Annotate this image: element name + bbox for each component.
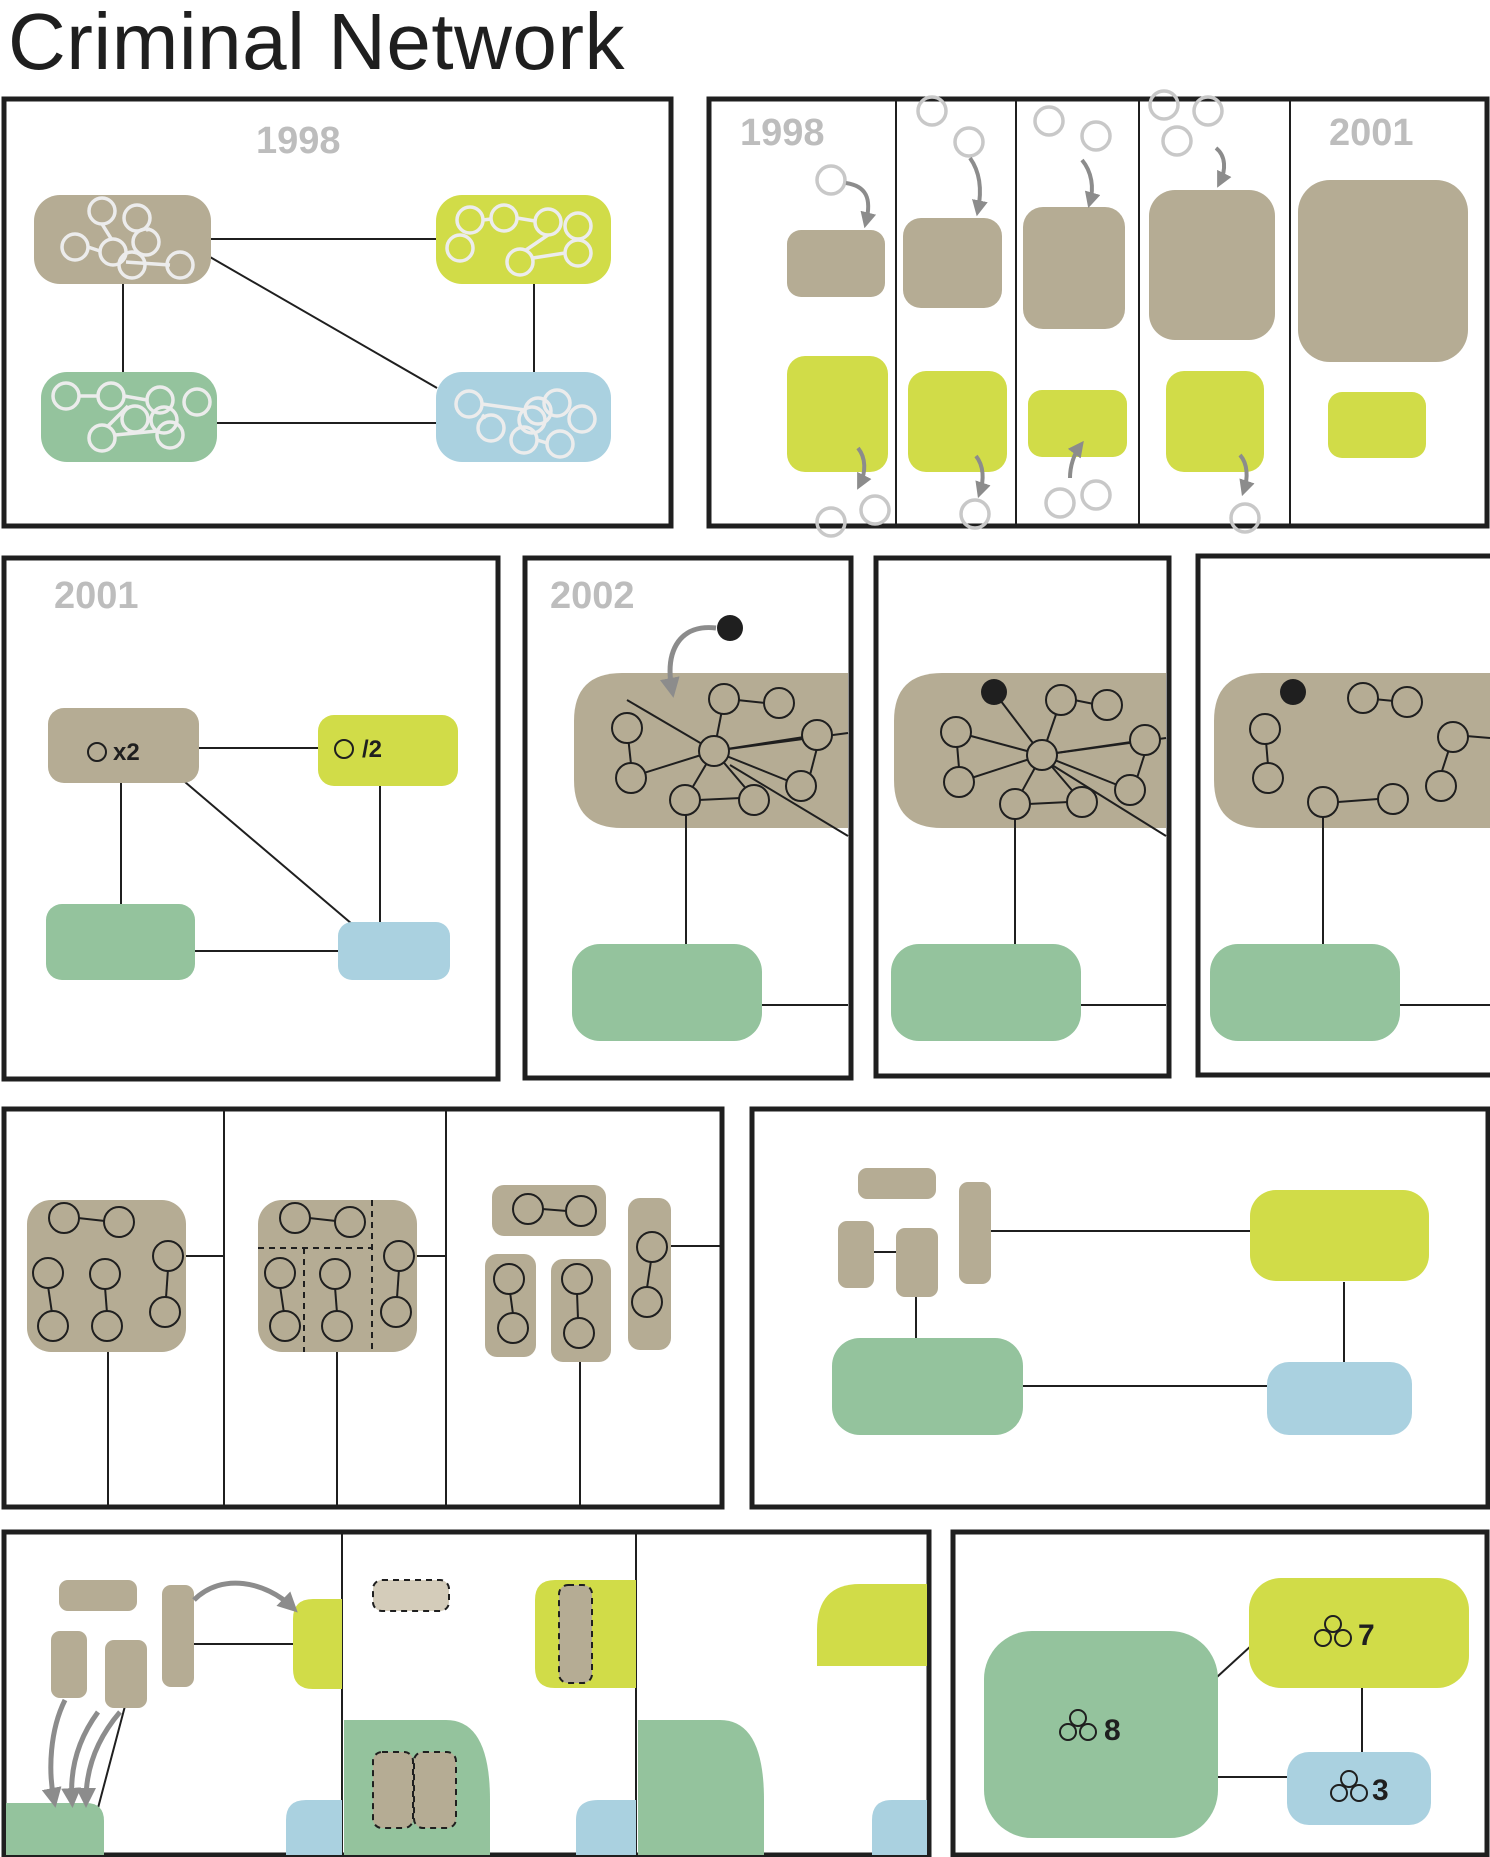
year-label: 1998	[256, 120, 341, 162]
count-blue: 3	[1372, 1774, 1389, 1807]
tan-cell-dashed	[558, 1584, 593, 1684]
blue-cell	[872, 1800, 927, 1855]
green-cell	[46, 904, 195, 980]
panel-2002-intrusion: 2002	[522, 553, 1490, 1081]
yellow-cell	[318, 715, 458, 786]
panel-final: 8 7 3	[950, 1529, 1490, 1857]
tan-cell-dashed	[372, 1751, 414, 1829]
green-cell	[891, 944, 1081, 1041]
tan-cell	[105, 1640, 147, 1708]
blue-cell	[338, 922, 450, 980]
panel-2001-network: 2001 x2 /2	[1, 555, 501, 1082]
member-node-icon	[611, 683, 833, 816]
tan-cell	[59, 1580, 137, 1611]
panel-1998-network: 1998	[1, 96, 674, 529]
member-node-icon	[1249, 682, 1469, 818]
tan-cell	[51, 1631, 87, 1698]
green-cell	[1210, 944, 1400, 1041]
panel-split	[1, 1106, 725, 1510]
tan-cell	[1298, 180, 1468, 362]
page-title: Criminal Network	[8, 0, 625, 86]
curved-arrow-icon	[659, 625, 717, 698]
member-node-icon	[51, 196, 597, 459]
yellow-cell	[1249, 1578, 1469, 1688]
tan-cell	[896, 1228, 938, 1297]
member-node-icon	[32, 1193, 668, 1349]
yellow-cell	[1028, 390, 1127, 457]
tan-cell	[48, 708, 199, 783]
triple-circle-icon	[1330, 1770, 1368, 1802]
tan-cell-dashed	[372, 1579, 450, 1612]
triple-circle-icon	[1314, 1615, 1352, 1647]
blue-cell	[1267, 1362, 1412, 1435]
tan-cell-dashed	[413, 1751, 457, 1829]
panel-growth-strip: 1998 2001	[706, 89, 1490, 538]
count-yellow: 7	[1358, 1619, 1375, 1652]
green-cell	[572, 944, 762, 1041]
tan-cell	[959, 1182, 991, 1284]
green-cell	[41, 372, 217, 462]
yellow-cell	[1166, 371, 1264, 472]
tan-cell	[858, 1168, 936, 1199]
green-cell	[832, 1338, 1023, 1435]
green-cell	[6, 1803, 104, 1855]
panel-merge	[1, 1529, 932, 1857]
curved-arrow-icon	[845, 146, 1255, 499]
triple-circle-icon	[1059, 1709, 1097, 1741]
intruder-dot-icon	[1280, 679, 1306, 705]
yellow-cell	[1250, 1190, 1429, 1281]
tan-cell	[1149, 190, 1275, 340]
tan-cell	[34, 195, 211, 284]
year-label-end: 2001	[1329, 112, 1414, 154]
yellow-cell	[908, 371, 1007, 472]
tan-cell	[1214, 673, 1490, 828]
count-green: 8	[1104, 1714, 1121, 1747]
tan-cell	[787, 230, 885, 297]
green-cell	[638, 1720, 764, 1855]
member-node-icon	[940, 684, 1161, 820]
tan-cell	[903, 218, 1002, 308]
yellow-cell	[817, 1584, 927, 1666]
yellow-cell	[787, 356, 888, 472]
year-label: 2001	[54, 575, 139, 617]
blue-cell	[576, 1800, 636, 1855]
member-node-icon	[334, 739, 354, 759]
shrink-label: /2	[362, 736, 382, 763]
panel-fragmented	[749, 1106, 1490, 1510]
year-label-start: 1998	[740, 112, 825, 154]
tan-cell	[162, 1585, 194, 1687]
tan-cell	[838, 1221, 874, 1288]
yellow-cell	[1328, 392, 1426, 458]
tan-cell	[1023, 207, 1125, 329]
growth-label: x2	[113, 739, 140, 766]
curved-arrow-icon	[41, 1580, 298, 1808]
intruder-dot-icon	[717, 615, 743, 641]
yellow-cell	[293, 1599, 342, 1689]
blue-cell	[286, 1800, 342, 1855]
blue-cell	[1287, 1752, 1431, 1825]
intruder-dot-icon	[981, 679, 1007, 705]
member-node-icon	[87, 742, 107, 762]
year-label: 2002	[550, 575, 635, 617]
member-node-icon	[815, 89, 1261, 538]
green-cell	[984, 1631, 1218, 1838]
